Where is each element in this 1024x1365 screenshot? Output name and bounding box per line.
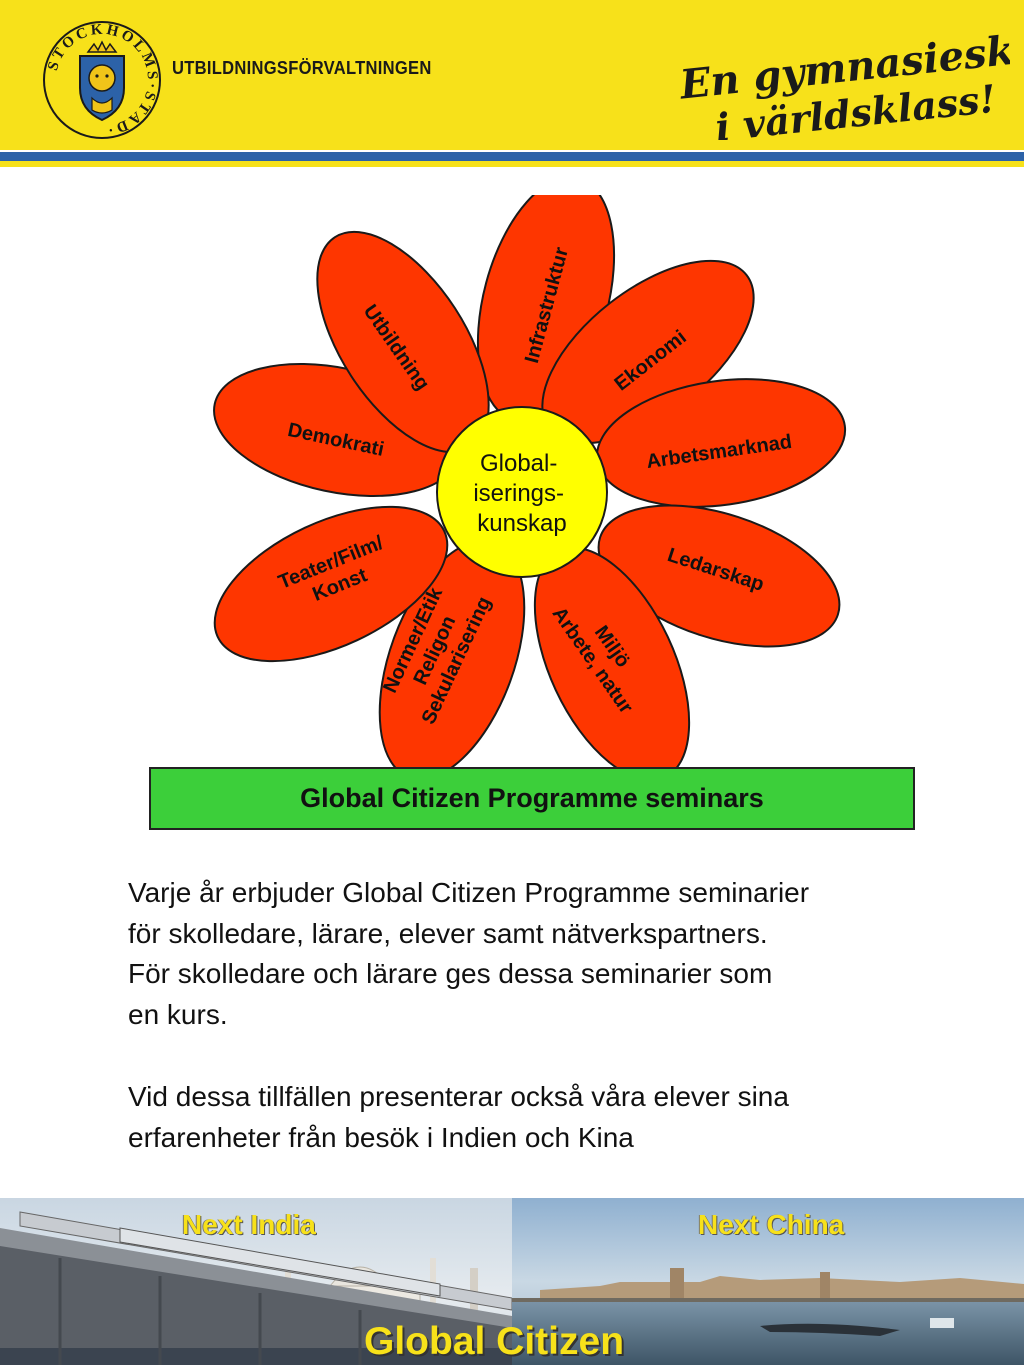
slogan-logo: En gymnasieskola i världsklass! xyxy=(677,20,1010,140)
intro-paragraph: Varje år erbjuder Global Citizen Program… xyxy=(128,873,978,1035)
seminars-banner: Global Citizen Programme seminars xyxy=(149,767,915,830)
text-line: Vid dessa tillfällen presenterar också v… xyxy=(128,1081,789,1112)
header-stripe xyxy=(0,152,1024,161)
china-photo xyxy=(512,1198,1024,1365)
text-line: Varje år erbjuder Global Citizen Program… xyxy=(128,877,810,908)
text-line: erfarenheter från besök i Indien och Kin… xyxy=(128,1121,634,1153)
text-line: För skolledare och lärare ges dessa semi… xyxy=(128,958,773,989)
footer-panorama xyxy=(0,1198,1024,1365)
footer-title: Global Citizen xyxy=(364,1320,625,1363)
center-line: iserings- xyxy=(473,480,564,507)
organization-name: UTBILDNINGSFÖRVALTNINGEN xyxy=(172,58,432,78)
footer-photos xyxy=(0,1198,1024,1365)
flower-center-label: Global- iserings- kunskap xyxy=(473,450,570,537)
flower-center xyxy=(436,406,608,578)
next-india-link[interactable]: Next India xyxy=(182,1209,316,1240)
text-line: en kurs. xyxy=(128,998,228,1030)
text-line: för skolledare, lärare, elever samt nätv… xyxy=(128,917,768,949)
india-photo xyxy=(0,1198,513,1365)
flower-petal xyxy=(597,504,841,648)
header-stripe-lower xyxy=(0,161,1024,167)
page-header xyxy=(0,0,1024,150)
stockholm-seal-icon: STOCKHOLMS·STAD· xyxy=(43,21,161,139)
flower-petal xyxy=(213,505,449,663)
next-china-link[interactable]: Next China xyxy=(698,1209,845,1240)
students-paragraph: Vid dessa tillfällen presenterar också v… xyxy=(128,1077,978,1158)
center-line: kunskap xyxy=(477,510,566,537)
center-line: Global- xyxy=(480,450,557,477)
